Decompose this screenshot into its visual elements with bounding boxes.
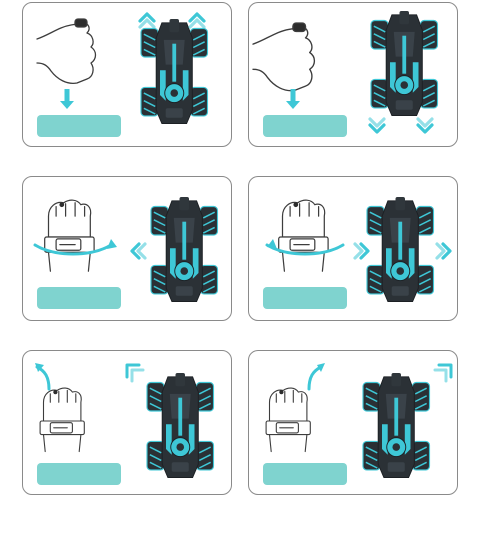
command-pill [37, 115, 121, 137]
car-icon [363, 373, 430, 478]
gesture-panel-forward [22, 2, 232, 147]
gesture-panel-diagonal-left [22, 350, 232, 495]
gesture-panel-slide-right [248, 176, 458, 321]
arrow-down-icon [60, 89, 74, 109]
command-pill [263, 115, 347, 137]
swing-up-left-icon [40, 388, 84, 452]
corner-arrow-up-right-icon [435, 365, 451, 381]
car-icon [141, 19, 208, 124]
gesture-panel-diagonal-right [248, 350, 458, 495]
car-icon [151, 197, 218, 302]
command-pill [37, 287, 121, 309]
car-icon [147, 373, 214, 478]
command-pill [263, 463, 347, 485]
gesture-panel-slide-left [22, 176, 232, 321]
arrow-down-icon [286, 89, 300, 109]
gesture-panel-backward [248, 2, 458, 147]
hand-tilt-down-icon [37, 19, 96, 83]
car-icon [371, 11, 438, 116]
command-pill [37, 463, 121, 485]
hand-tilt-up-icon [253, 23, 314, 91]
wrist-rotate-left-icon [45, 200, 94, 271]
car-icon [367, 197, 434, 302]
curve-arrow-up-right-icon [309, 363, 325, 389]
curve-arrow-up-left-icon [35, 363, 49, 389]
double-chevron-left-icon [132, 244, 145, 258]
corner-arrow-up-left-icon [127, 365, 143, 381]
double-chevron-down-icon [370, 119, 432, 132]
swing-up-right-icon [266, 388, 310, 452]
command-pill [263, 287, 347, 309]
wrist-rotate-right-icon [279, 200, 328, 271]
